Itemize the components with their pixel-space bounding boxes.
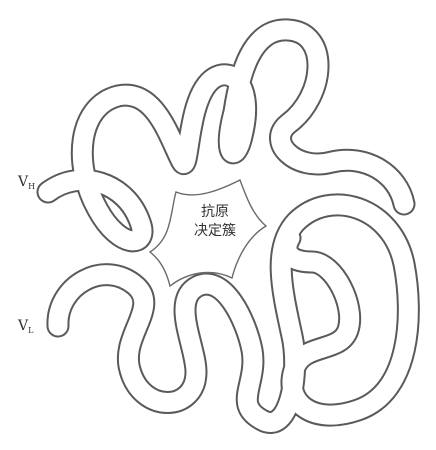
- epitope-label-line2: 决定簇: [188, 222, 242, 241]
- vh-label-sub: H: [28, 182, 35, 191]
- vl-label-sub: L: [28, 326, 33, 335]
- epitope-label: 抗原 决定簇: [188, 203, 242, 241]
- vl-label-main: V: [18, 318, 28, 334]
- epitope-label-line1: 抗原: [188, 203, 242, 222]
- vh-label-main: V: [18, 174, 28, 190]
- vl-label: VL: [18, 318, 33, 334]
- vh-label: VH: [18, 174, 35, 190]
